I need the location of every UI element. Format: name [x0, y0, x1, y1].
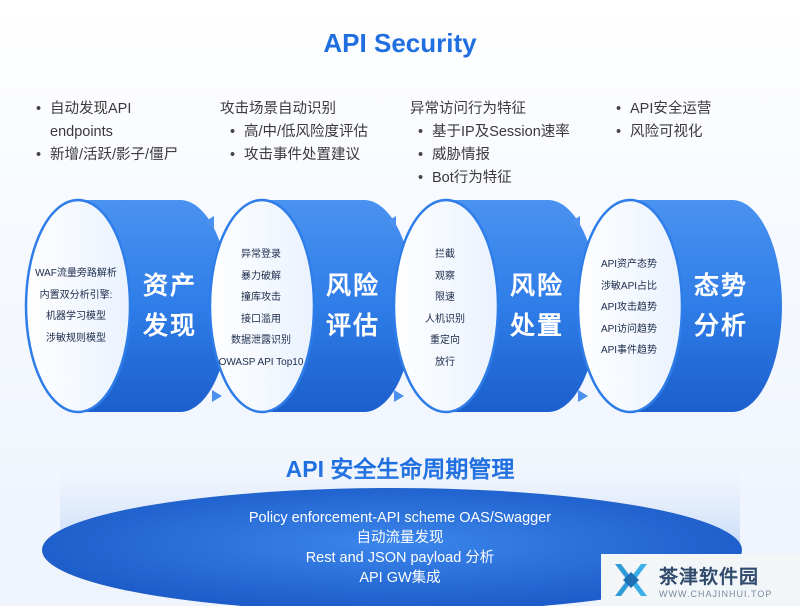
stage-label-line: 处置	[509, 312, 564, 340]
base-line: Policy enforcement-API scheme OAS/Swagge…	[248, 510, 552, 526]
feature-item: 威胁情报	[416, 144, 570, 167]
stage-label-line: 评估	[325, 312, 380, 340]
feature-item: 高/中/低风险度评估	[228, 121, 368, 144]
stage-label-asset-discovery: 资产 发现	[135, 266, 205, 346]
stage-label-line: 态势	[693, 272, 748, 300]
feature-item: 新增/活跃/影子/僵尸	[34, 144, 178, 167]
lifecycle-platform-base	[42, 470, 742, 606]
stage-detail: 观察	[435, 270, 455, 282]
feature-column-asset-discovery: 自动发现API endpoints 新增/活跃/影子/僵尸	[34, 98, 178, 167]
arrow-left-icon	[204, 216, 214, 228]
stage-detail: 异常登录	[241, 249, 281, 260]
stage-detail: 放行	[435, 356, 455, 368]
stage-cylinder-situation-analysis	[576, 198, 782, 414]
arrow-right-icon	[578, 390, 588, 402]
stage-detail: 重定向	[430, 335, 460, 347]
stage-details-situation-analysis: API资产态势 涉敏API占比 API攻击趋势 API访问趋势 API事件趋势	[579, 254, 679, 362]
stage-label-line: 分析	[693, 312, 748, 340]
stage-detail: API访问趋势	[600, 323, 658, 335]
stage-detail: 机器学习模型	[46, 311, 106, 323]
arrow-right-icon	[394, 390, 404, 402]
stage-label-risk-handling: 风险 处置	[502, 266, 572, 346]
feature-heading: 攻击场景自动识别	[220, 101, 336, 117]
stage-detail: 拦截	[435, 249, 455, 260]
base-line: 自动流量发现	[356, 530, 444, 546]
base-line: Rest and JSON payload 分析	[305, 550, 495, 566]
stage-label-line: 风险	[325, 272, 380, 300]
stage-detail: API事件趋势	[600, 345, 658, 357]
arrow-right-icon	[212, 390, 222, 402]
stage-cylinder-risk-handling	[392, 198, 598, 414]
stage-label-line: 风险	[509, 272, 564, 300]
stage-detail: API资产态势	[600, 259, 658, 270]
base-line: API GW集成	[359, 570, 441, 586]
feature-item: Bot行为特征	[416, 167, 570, 190]
stage-detail: 人机识别	[425, 313, 465, 325]
stage-detail: 涉敏规则模型	[46, 332, 106, 344]
feature-item: 基于IP及Session速率	[416, 121, 570, 144]
feature-item: 攻击事件处置建议	[228, 144, 368, 167]
stage-label-risk-assessment: 风险 评估	[318, 266, 388, 346]
lifecycle-cylinders	[24, 198, 782, 414]
stage-detail: 数据泄露识别	[231, 335, 291, 347]
stage-details-risk-handling: 拦截 观察 限速 人机识别 重定向 放行	[395, 244, 495, 374]
watermark-name: 茶津软件园	[659, 566, 760, 588]
stage-detail: API攻击趋势	[600, 302, 658, 314]
stage-label-situation-analysis: 态势 分析	[686, 266, 756, 346]
feature-column-risk-assessment: 攻击场景自动识别 高/中/低风险度评估 攻击事件处置建议	[220, 98, 368, 167]
stage-cylinder-asset-discovery	[24, 198, 230, 414]
feature-item: 自动发现API endpoints	[34, 98, 160, 144]
stage-detail: 涉敏API占比	[600, 280, 658, 292]
watermark: 茶津软件园 WWW.CHAJINHUI.TOP	[601, 554, 800, 606]
feature-column-risk-handling: 异常访问行为特征 基于IP及Session速率 威胁情报 Bot行为特征	[410, 98, 570, 190]
feature-item: API安全运营	[614, 98, 711, 121]
feature-item: 风险可视化	[614, 121, 711, 144]
stage-detail: 内置双分析引擎:	[39, 289, 113, 301]
stage-details-risk-assessment: 异常登录 暴力破解 撞库攻击 接口滥用 数据泄露识别 OWASP API Top…	[211, 244, 311, 374]
feature-column-situation-analysis: API安全运营 风险可视化	[614, 98, 711, 144]
stage-detail: OWASP API Top10	[218, 356, 304, 368]
stage-detail: 暴力破解	[241, 270, 281, 282]
stage-label-line: 发现	[142, 312, 197, 340]
stage-details-asset-discovery: WAF流量旁路解析 内置双分析引擎: 机器学习模型 涉敏规则模型	[26, 263, 126, 349]
stage-detail: 撞库攻击	[241, 292, 281, 304]
watermark-url: WWW.CHAJINHUI.TOP	[659, 588, 773, 599]
arrow-left-icon	[570, 216, 580, 228]
arrow-left-icon	[386, 216, 396, 228]
stage-detail: 限速	[435, 292, 455, 304]
site-logo-icon	[615, 564, 647, 596]
feature-heading: 异常访问行为特征	[410, 101, 526, 117]
page-title: API Security	[323, 28, 477, 58]
stage-label-line: 资产	[142, 272, 197, 300]
stage-detail: WAF流量旁路解析	[35, 268, 117, 279]
stage-cylinder-risk-assessment	[208, 198, 414, 414]
stage-detail: 接口滥用	[241, 313, 281, 325]
